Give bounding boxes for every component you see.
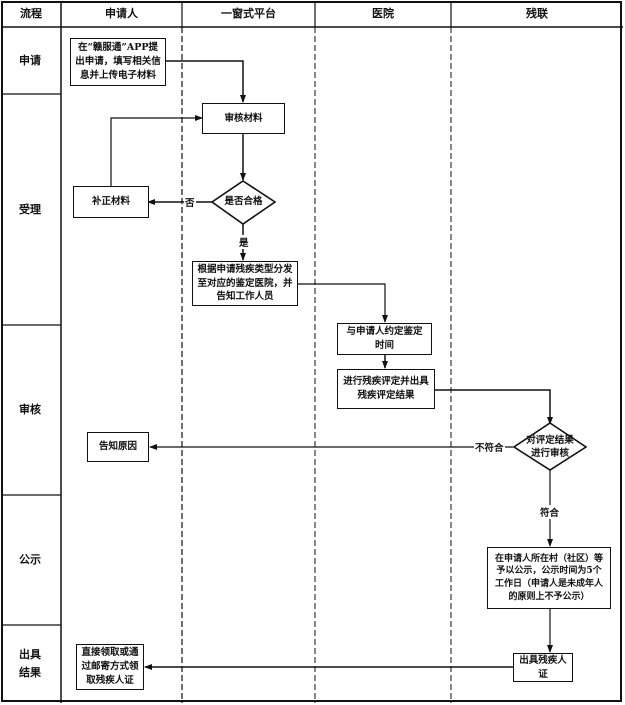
header-process: 流程: [20, 7, 42, 20]
node-publicity: 在申请人所在村（社区）等予以公示，公示时间为5个工作日（申请人是未成年人的原则上…: [487, 547, 611, 609]
node-review-materials: 审核材料: [202, 103, 285, 134]
lane-header-hospital: 医院: [372, 7, 394, 20]
edge-label-yes: 是: [238, 235, 250, 249]
stage-publicity: 公示: [19, 553, 41, 567]
stage-result: 出具 结果: [19, 648, 41, 679]
node-dispatch-hospital: 根据申请残疾类型分发至对应的鉴定医院，并告知工作人员: [192, 261, 298, 306]
node-issue-certificate: 出具残疾人证: [513, 653, 573, 682]
node-supplement-materials: 补正材料: [73, 186, 149, 218]
lane-header-applicant: 申请人: [105, 7, 138, 20]
edge-label-no: 否: [184, 195, 196, 209]
decision-qualified-shape: [210, 180, 277, 225]
lane-header-disabled-federation: 残联: [526, 7, 548, 20]
decision-qualified: 是否合格: [224, 196, 263, 208]
node-notify-reason: 告知原因: [87, 432, 149, 462]
decision-review-result: 对评定结果进行审核: [526, 434, 574, 459]
edge-dispatch-to-appointment: [298, 283, 388, 323]
lane-header-platform: 一窗式平台: [221, 7, 276, 20]
stage-accept: 受理: [19, 202, 41, 216]
stage-review: 审核: [19, 403, 41, 417]
node-receive-certificate: 直接领取或通过邮寄方式领取残疾人证: [76, 644, 144, 690]
stage-apply: 申请: [19, 53, 41, 67]
decision-review-result-shape: [512, 422, 588, 471]
node-assess: 进行残疾评定并出具残疾评定结果: [337, 369, 435, 409]
node-apply-app: 在“赣服通”APP提出申请，填写相关信息并上传电子材料: [70, 38, 166, 86]
edge-label-conform: 符合: [539, 505, 561, 519]
edge-label-not-conform: 不符合: [474, 440, 505, 454]
edge-supplement-to-review: [110, 115, 203, 187]
edge-apply-to-review: [166, 60, 246, 103]
node-appointment: 与申请人约定鉴定时间: [337, 323, 432, 355]
edge-assess-to-review-result: [435, 389, 553, 425]
